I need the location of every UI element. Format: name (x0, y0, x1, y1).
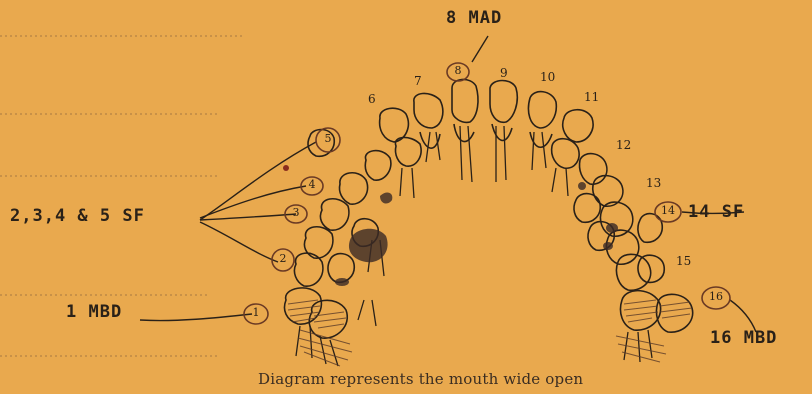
tooth-number-11: 11 (584, 90, 599, 104)
leader-lines (140, 36, 756, 332)
hatching (288, 300, 692, 366)
teeth-outlines (285, 79, 693, 338)
circled-number-1: 1 (245, 306, 267, 319)
circled-number-4: 4 (301, 178, 323, 191)
circled-number-8: 8 (447, 64, 469, 77)
fillings (335, 182, 618, 286)
diagram-caption: Diagram represents the mouth wide open (258, 370, 583, 388)
circled-number-16: 16 (705, 290, 727, 303)
label-1-mbd: 1 MBD (66, 302, 122, 322)
tooth-number-13: 13 (646, 176, 661, 190)
label-14-sf: 14 SF (688, 202, 744, 222)
tooth-number-6: 6 (368, 92, 376, 106)
red-mark (283, 165, 289, 171)
circled-number-14: 14 (657, 204, 679, 217)
tooth-number-7: 7 (414, 74, 422, 88)
label-8-mad: 8 MAD (446, 8, 502, 28)
form-lines (0, 36, 245, 356)
tooth-number-12: 12 (616, 138, 631, 152)
circled-number-2: 2 (272, 252, 294, 265)
tooth-number-10: 10 (540, 70, 555, 84)
tooth-number-9: 9 (500, 66, 508, 80)
number-circles (244, 63, 730, 324)
tooth-number-15: 15 (676, 254, 691, 268)
circled-number-3: 3 (285, 206, 307, 219)
label-16-mbd: 16 MBD (710, 328, 777, 348)
label-2-3-4-5-sf: 2,3,4 & 5 SF (10, 206, 145, 226)
circled-number-5: 5 (317, 132, 339, 145)
